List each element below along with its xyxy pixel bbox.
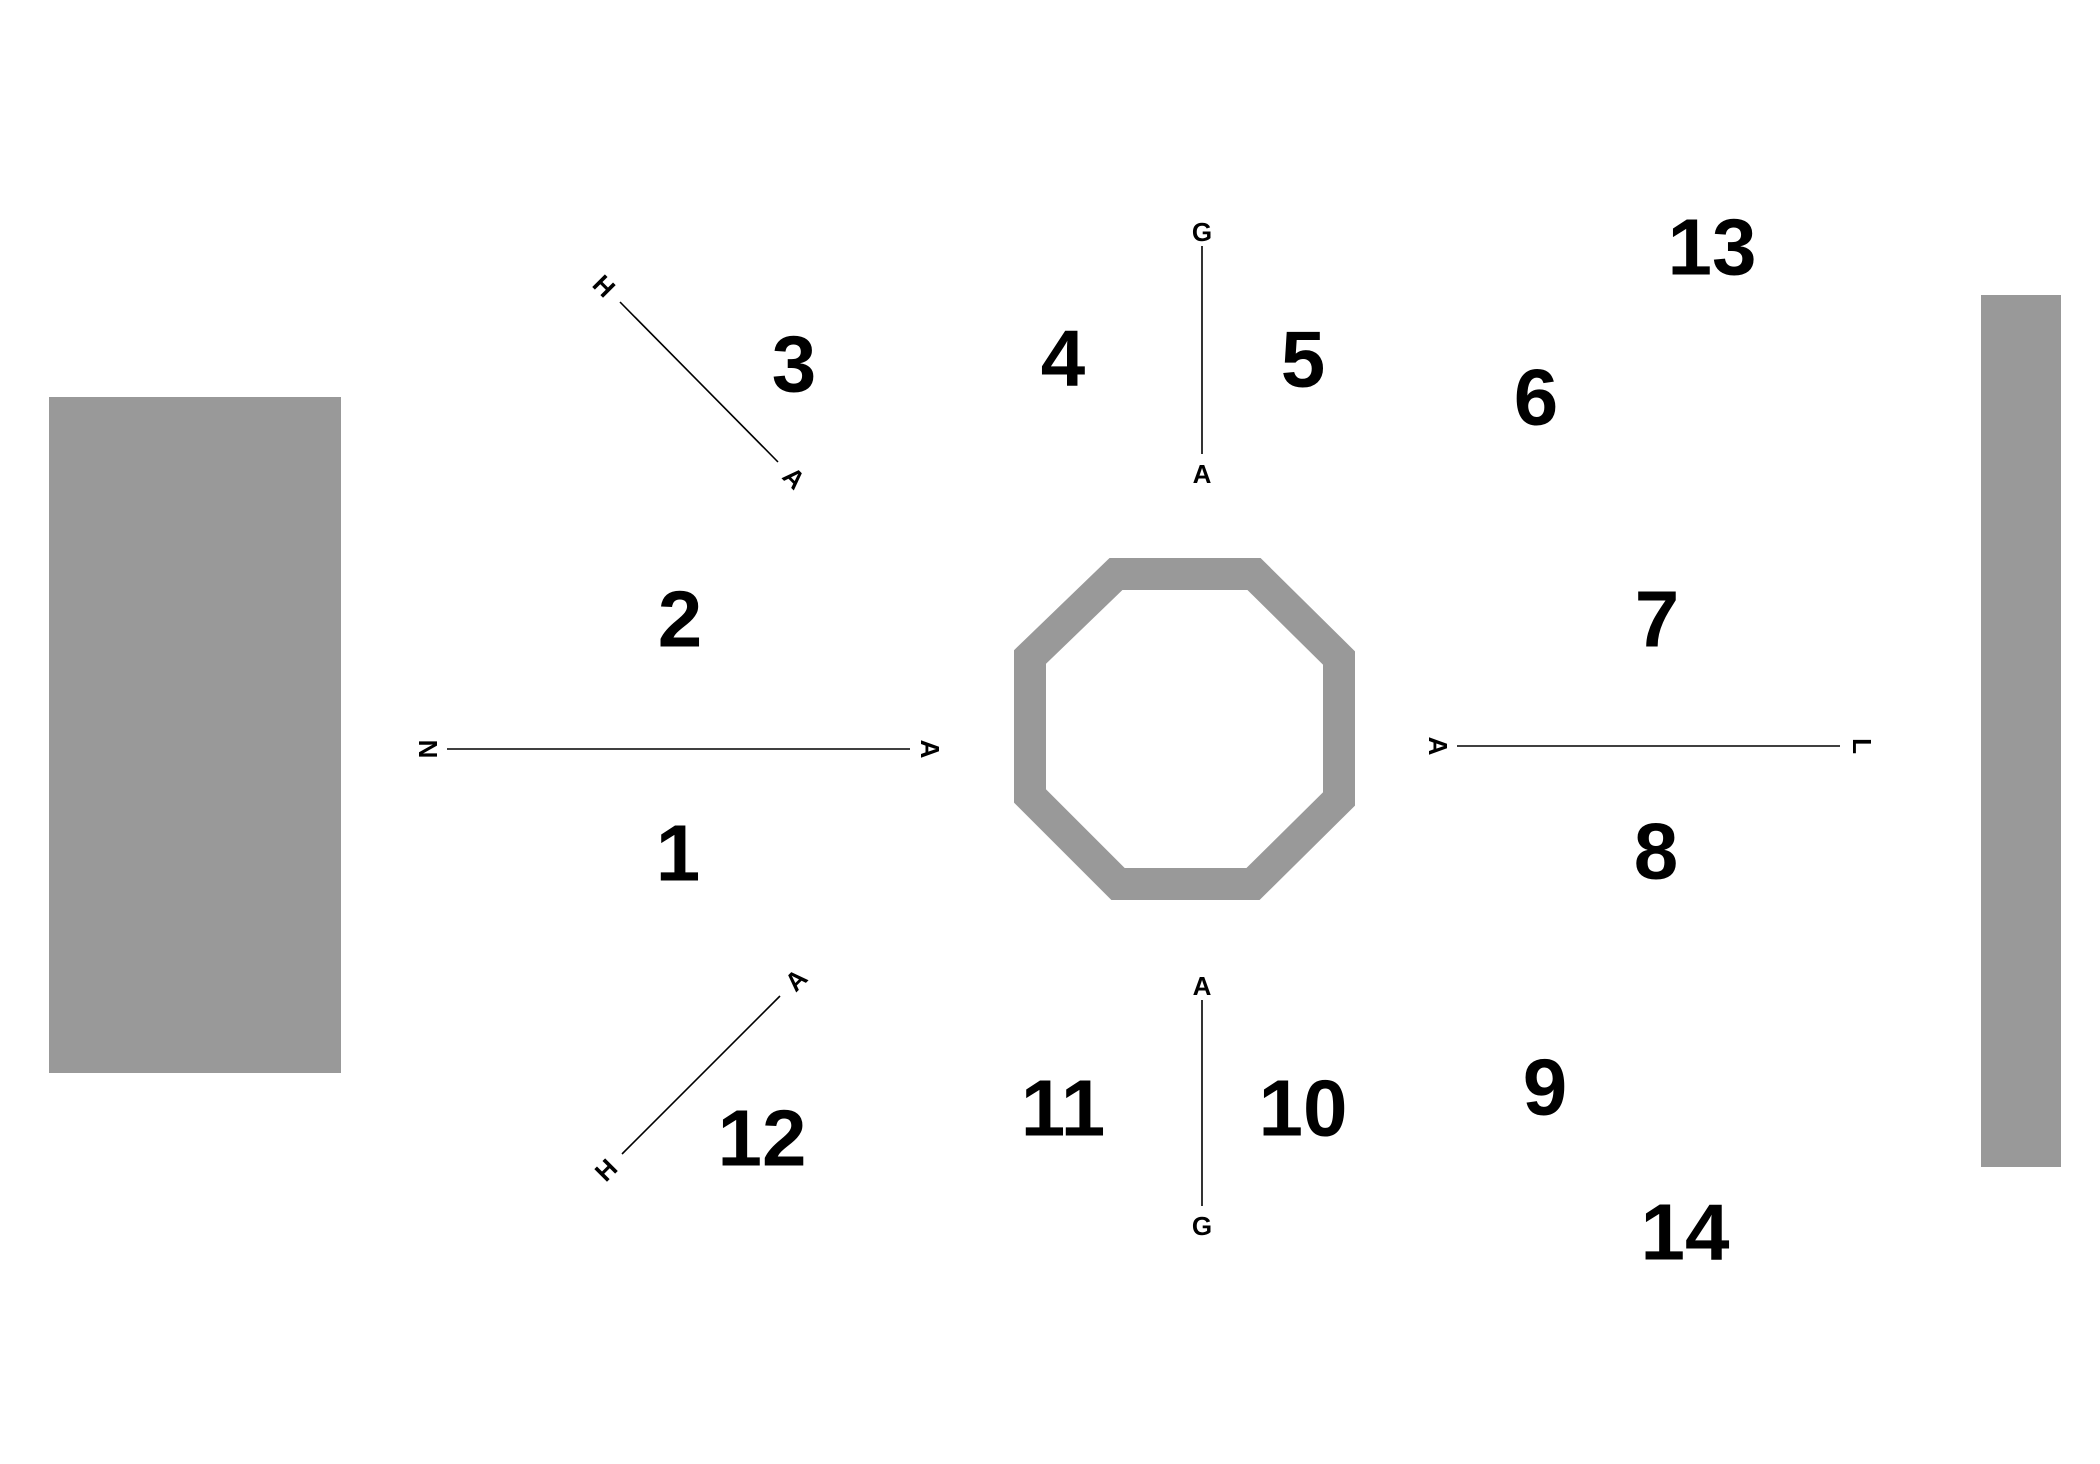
- region-5: 5: [1281, 315, 1326, 404]
- line-left-inner-label: A: [915, 740, 945, 759]
- line-right-outer-label: L: [1847, 738, 1877, 754]
- line-left: N A: [413, 740, 945, 759]
- region-4: 4: [1041, 314, 1086, 403]
- line-top-outer-label: G: [1192, 217, 1212, 247]
- line-bottom: A G: [1192, 971, 1212, 1241]
- line-right: A L: [1423, 737, 1877, 756]
- line-left-outer-label: N: [413, 740, 443, 759]
- line-right-inner-label: A: [1423, 737, 1453, 756]
- line-bottom-inner-label: A: [1193, 971, 1212, 1001]
- region-3: 3: [772, 320, 817, 409]
- region-10: 10: [1259, 1064, 1348, 1153]
- region-1: 1: [656, 809, 701, 898]
- region-7: 7: [1635, 575, 1680, 664]
- line-top: G A: [1192, 217, 1212, 489]
- line-top-inner-label: A: [1193, 459, 1212, 489]
- region-12: 12: [718, 1094, 807, 1183]
- region-9: 9: [1523, 1043, 1568, 1132]
- line-bottom-outer-label: G: [1192, 1211, 1212, 1241]
- region-13: 13: [1668, 203, 1757, 292]
- line-upper-left-stroke: [619, 301, 779, 463]
- line-upper-left-outer-label: H: [587, 269, 621, 303]
- line-lower-left-stroke: [621, 995, 781, 1155]
- region-14: 14: [1641, 1188, 1730, 1277]
- central-octagon: [1014, 558, 1355, 900]
- region-2: 2: [658, 575, 703, 664]
- line-upper-left-inner-label: A: [777, 461, 812, 496]
- line-lower-left-outer-label: H: [589, 1153, 623, 1187]
- left-block: [49, 397, 341, 1073]
- region-8: 8: [1634, 807, 1679, 896]
- right-block: [1981, 295, 2061, 1167]
- region-11: 11: [1021, 1064, 1106, 1153]
- region-6: 6: [1514, 353, 1559, 442]
- line-lower-left-inner-label: A: [779, 963, 814, 998]
